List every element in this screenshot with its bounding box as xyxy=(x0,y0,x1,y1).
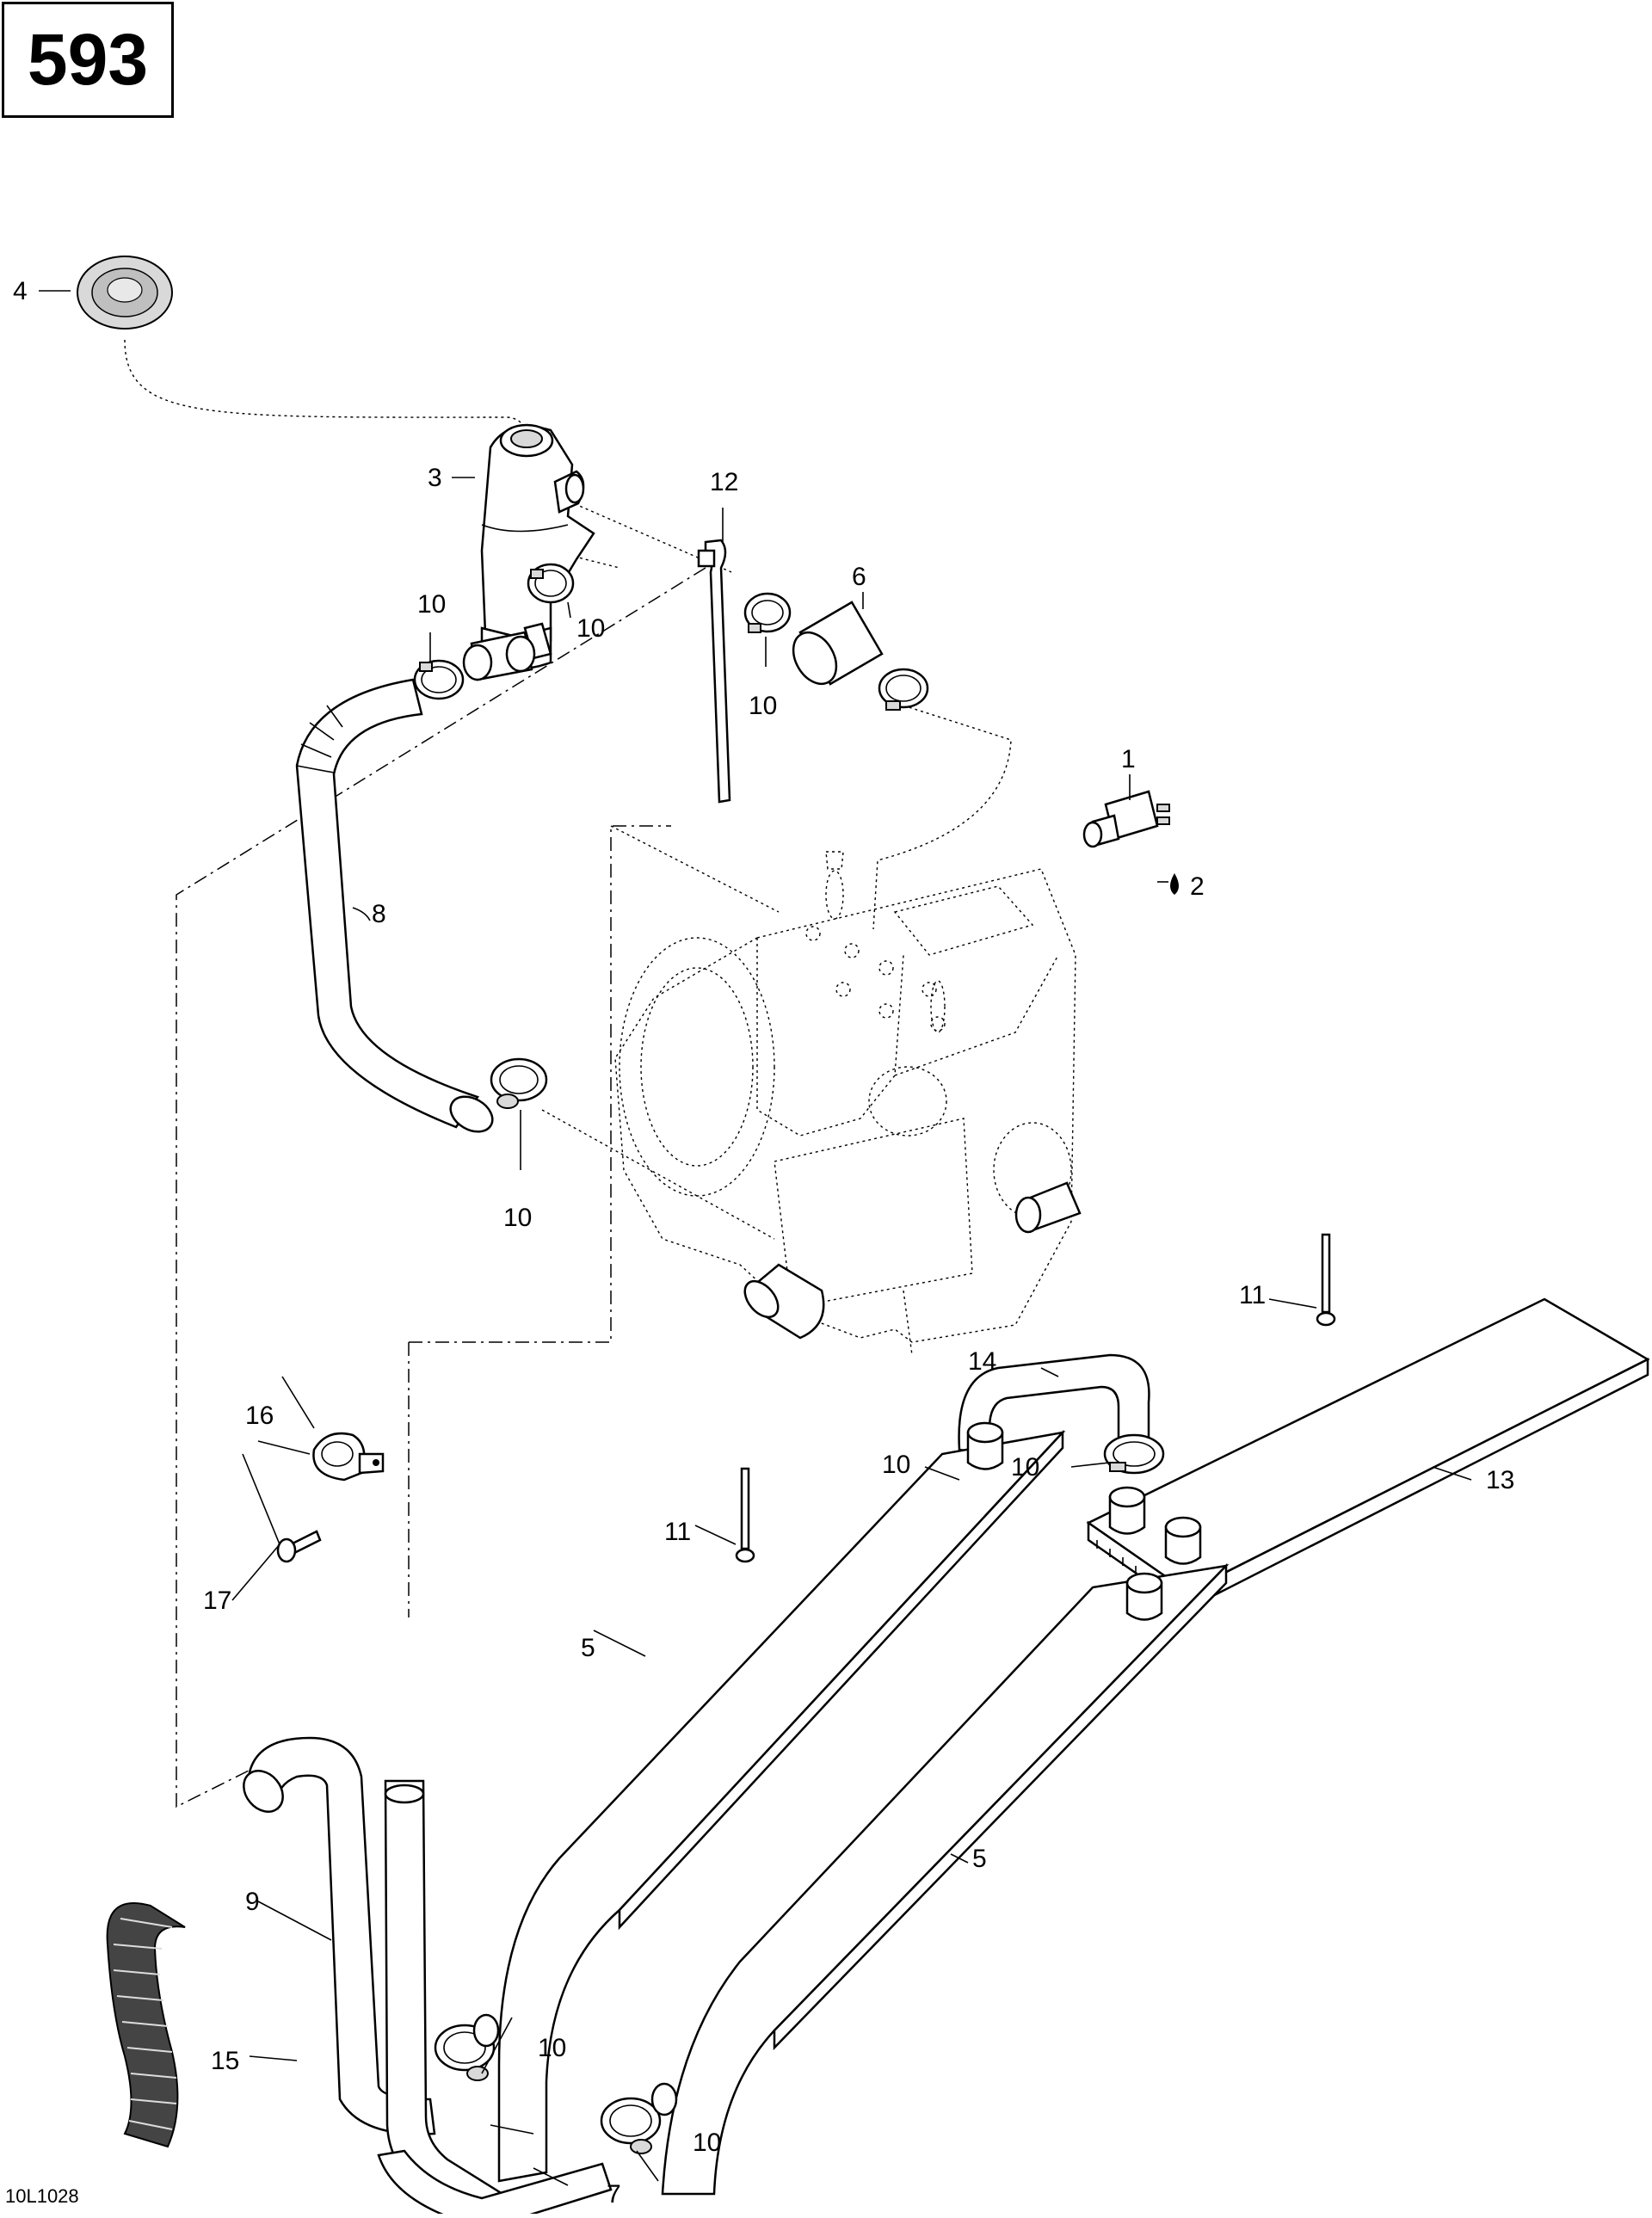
routing-line-cap xyxy=(124,339,526,435)
callout-8: 8 xyxy=(372,900,386,928)
callout-7: 7 xyxy=(607,2180,621,2209)
callout-6: 6 xyxy=(852,563,866,591)
clamp-10-e xyxy=(490,1057,548,1109)
routing-line-clamp-engine xyxy=(541,1109,775,1240)
callout-10-i: 10 xyxy=(693,2129,721,2157)
callout-17: 17 xyxy=(203,1586,231,1615)
temperature-sensor xyxy=(1082,790,1170,848)
callout-15: 15 xyxy=(211,2047,239,2075)
callout-10-e: 10 xyxy=(503,1204,532,1232)
drop-icon xyxy=(1170,873,1179,895)
callout-9: 9 xyxy=(245,1888,260,1916)
corrugated-hose-15 xyxy=(106,1902,186,2148)
hose-7 xyxy=(377,1779,613,2218)
heat-exchanger-5-lower xyxy=(661,1562,1230,2196)
callout-4: 4 xyxy=(13,277,28,305)
clamp-10-d xyxy=(878,668,929,711)
leader-lines xyxy=(39,290,1472,2186)
clip-16 xyxy=(312,1432,385,1482)
callout-10-c: 10 xyxy=(749,692,777,720)
callouts: 4 3 12 6 1 2 8 10 10 10 10 11 14 10 10 1… xyxy=(13,277,1514,2209)
engine-outlet xyxy=(743,1181,1082,1340)
routing-line-left xyxy=(176,567,706,1808)
clamp-10-g xyxy=(1103,1433,1165,1475)
clamp-10-b xyxy=(527,563,575,604)
clamp-10-a xyxy=(413,659,465,700)
vent-tube xyxy=(697,539,731,804)
callout-2: 2 xyxy=(1190,872,1205,901)
callout-14: 14 xyxy=(968,1347,996,1376)
engine-outline xyxy=(610,825,1076,1356)
clamp-10-h xyxy=(434,2013,500,2081)
page-number: 593 xyxy=(2,2,174,118)
rivet-11-b xyxy=(735,1467,755,1563)
diagram-code: 10L1028 xyxy=(5,2185,79,2207)
callout-10-h: 10 xyxy=(538,2034,566,2062)
callout-5-a: 5 xyxy=(581,1634,595,1662)
hose-8 xyxy=(295,678,494,1133)
hose-6 xyxy=(792,601,884,686)
callout-10-a: 10 xyxy=(417,590,446,619)
routing-line-engine-return xyxy=(872,705,1012,930)
routing-line-center xyxy=(409,825,671,1343)
hose-9 xyxy=(243,1736,436,2135)
callout-11-b: 11 xyxy=(664,1518,691,1546)
rivet-11-a xyxy=(1316,1233,1336,1327)
pressure-cap xyxy=(77,256,173,330)
tank-outlet-fitting xyxy=(462,631,536,681)
clamp-10-c xyxy=(743,592,792,633)
callout-5-b: 5 xyxy=(972,1845,987,1873)
clamp-10-i xyxy=(600,2082,678,2154)
hose-14 xyxy=(958,1353,1150,1456)
callout-10-g: 10 xyxy=(1011,1453,1039,1482)
callout-10-b: 10 xyxy=(576,614,605,643)
callout-10-f: 10 xyxy=(882,1451,910,1479)
heat-exchanger-5-upper xyxy=(497,1421,1066,2183)
callout-13: 13 xyxy=(1486,1466,1514,1494)
screw-17 xyxy=(276,1530,322,1563)
callout-11-a: 11 xyxy=(1239,1281,1266,1309)
callout-16: 16 xyxy=(245,1402,274,1430)
callout-1: 1 xyxy=(1121,745,1136,773)
callout-12: 12 xyxy=(710,468,738,496)
heat-exchanger-13 xyxy=(1086,1297,1650,1611)
callout-3: 3 xyxy=(428,464,442,492)
